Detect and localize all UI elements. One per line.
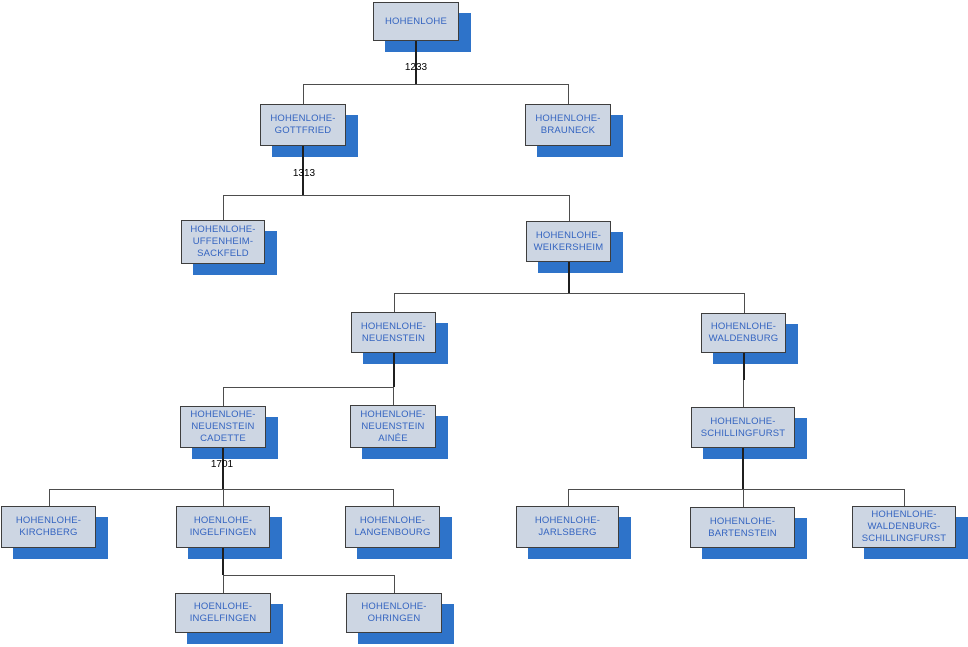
connector-line	[49, 489, 394, 490]
connector-line	[568, 489, 905, 490]
node-label-line: HOHENLOHE-	[535, 113, 601, 124]
connector-line	[568, 489, 569, 506]
tree-node-hohenlohe-kirchberg: HOHENLOHE-KIRCHBERG	[1, 506, 96, 548]
tree-node-hoenlohe-ingelfingen: HOENLOHE-INGELFINGEN	[176, 506, 270, 548]
connector-line	[303, 84, 569, 85]
node-label-line: GOTTFRIED	[274, 125, 332, 136]
connector-line	[393, 387, 394, 405]
node-label-line: HOHENLOHE	[385, 15, 447, 27]
node-label-line: INGELFINGEN	[189, 613, 257, 624]
node-label-line: HOHENLOHE-	[190, 224, 256, 235]
connector-parent-line	[302, 146, 304, 195]
connector-line	[223, 387, 224, 406]
connector-line	[743, 489, 744, 507]
tree-node-hohenlohe-brauneck: HOHENLOHE-BRAUNECK	[525, 104, 611, 146]
connector-line	[743, 380, 744, 407]
node-label-line: HOHENLOHE-	[190, 409, 256, 420]
node-label-line: OHRINGEN	[367, 613, 421, 624]
node-label-line: HOENLOHE-	[193, 515, 253, 526]
connector-line	[223, 387, 394, 388]
node-label-line: HOHENLOHE-	[871, 509, 937, 520]
connector-parent-line	[742, 448, 744, 489]
node-label-line: WALDENBURG	[708, 333, 779, 344]
node-label-line: NEUENSTEIN	[361, 420, 425, 432]
connector-parent-line	[568, 262, 570, 293]
node-label-line: NEUENSTEIN	[191, 421, 255, 432]
connector-parent-line	[743, 353, 745, 380]
connector-line	[223, 195, 224, 220]
connector-line	[568, 84, 569, 104]
connector-line	[223, 575, 395, 576]
connector-line	[49, 489, 50, 506]
tree-node-hohenlohe-waldenburg-schillingfurst: HOHENLOHE-WALDENBURG-SCHILLINGFURST	[852, 506, 956, 548]
connector-line	[223, 575, 224, 593]
tree-node-hohenlohe-uffenheim-sackfeld: HOHENLOHE-UFFENHEIM-SACKFELD	[181, 220, 265, 264]
node-label-line: HOHENLOHE-	[710, 321, 777, 332]
year-label: 1233	[404, 62, 428, 73]
connector-line	[904, 489, 905, 506]
node-label-line: HOHENLOHE-	[535, 229, 602, 241]
node-label-line: WEIKERSHEIM	[533, 241, 604, 253]
tree-node-hohenlohe-bartenstein: HOHENLOHE-BARTENSTEIN	[690, 507, 795, 548]
node-label-line: SCHILLINGFURST	[700, 427, 786, 439]
node-label-line: HOHENLOHE-	[709, 515, 776, 527]
connector-line	[393, 489, 394, 506]
node-label-line: HOHENLOHE-	[15, 515, 82, 526]
node-label-line: HOHENLOHE-	[360, 408, 426, 420]
tree-node-hohenlohe-waldenburg: HOHENLOHE-WALDENBURG	[701, 313, 786, 353]
node-label-line: HOHENLOHE-	[710, 415, 776, 427]
node-label-line: UFFENHEIM-	[192, 236, 254, 247]
tree-node-hoenlohe-ingelfingen-2: HOENLOHE-INGELFINGEN	[175, 593, 271, 633]
tree-node-hohenlohe-langenbourg: HOHENLOHE-LANGENBOURG	[345, 506, 440, 548]
connector-line	[569, 195, 570, 221]
node-label-line: AINÉE	[378, 432, 408, 444]
node-label-line: HOHENLOHE-	[360, 320, 427, 332]
tree-node-hohenlohe-ohringen: HOHENLOHE-OHRINGEN	[346, 593, 442, 633]
connector-line	[223, 489, 224, 506]
year-label: 1701	[210, 459, 234, 470]
connector-parent-line	[415, 41, 417, 84]
node-label-line: WALDENBURG-	[867, 521, 941, 532]
tree-node-hohenlohe-gottfried: HOHENLOHE-GOTTFRIED	[260, 104, 346, 146]
connector-line	[394, 575, 395, 593]
node-label-line: BRAUNECK	[540, 125, 596, 136]
tree-node-hohenlohe-weikersheim: HOHENLOHE-WEIKERSHEIM	[526, 221, 611, 262]
connector-parent-line	[393, 353, 395, 387]
tree-node-hohenlohe: HOHENLOHE	[373, 2, 459, 41]
connector-line	[303, 84, 304, 104]
connector-line	[223, 195, 570, 196]
node-label-line: HOHENLOHE-	[270, 113, 336, 124]
node-label-line: KIRCHBERG	[19, 527, 78, 538]
node-label-line: HOHENLOHE-	[361, 601, 427, 612]
node-label-line: HOHENLOHE-	[534, 515, 601, 526]
tree-node-hohenlohe-neuenstein: HOHENLOHE-NEUENSTEIN	[351, 312, 436, 353]
node-label-line: SCHILLINGFURST	[861, 533, 947, 544]
connector-parent-line	[222, 448, 224, 489]
connector-parent-line	[222, 548, 224, 575]
tree-node-hohenlohe-jarlsberg: HOHENLOHE-JARLSBERG	[516, 506, 619, 548]
node-label-line: LANGENBOURG	[354, 527, 431, 538]
node-label-line: INGELFINGEN	[189, 527, 257, 538]
node-label-line: HOENLOHE-	[193, 601, 253, 612]
node-label-line: JARLSBERG	[538, 527, 597, 538]
connector-line	[744, 293, 745, 313]
node-label-line: NEUENSTEIN	[361, 332, 426, 344]
tree-node-hohenlohe-schillingfurst: HOHENLOHE-SCHILLINGFURST	[691, 407, 795, 448]
node-label-line: CADETTE	[200, 433, 246, 444]
node-label-line: HOHENLOHE-	[359, 515, 426, 526]
year-label: 1313	[292, 168, 316, 179]
connector-line	[394, 293, 395, 312]
connector-line	[394, 293, 745, 294]
node-label-line: BARTENSTEIN	[708, 527, 777, 539]
node-label-line: SACKFELD	[197, 248, 249, 259]
